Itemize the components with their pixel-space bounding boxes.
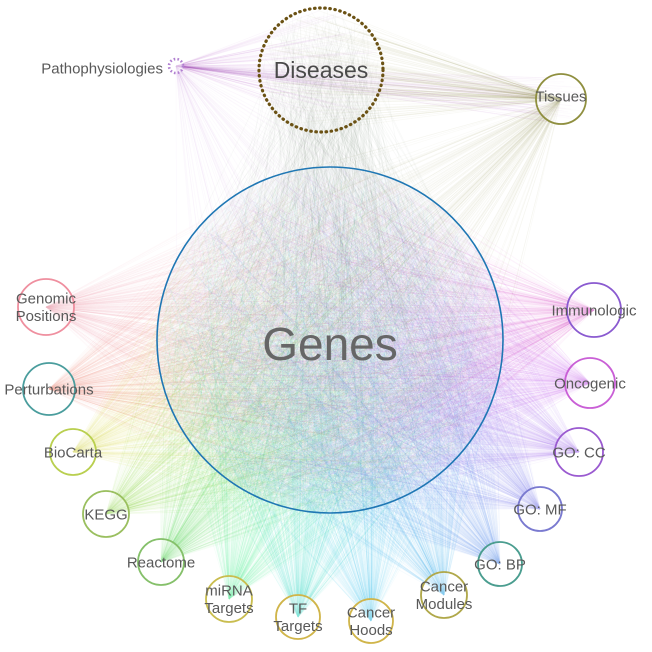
edge-bundle-pathophysiologies-tissues [175, 65, 586, 124]
edge-bundle-tissues-genes [165, 98, 562, 509]
node-label-diseases: Diseases [274, 57, 369, 83]
edge-bundle-immunologic [163, 174, 595, 503]
edge-bundle-pathophysiologies-diseases [175, 10, 379, 132]
node-label-biocarta: BioCarta [44, 444, 103, 461]
node-label-tissues: Tissues [535, 88, 586, 105]
node-perturbations[interactable] [22, 362, 76, 416]
node-cancer-hoods[interactable] [348, 598, 394, 644]
edge-bundle-go-cc [167, 167, 580, 510]
edge-bundle-tf-targets [161, 167, 499, 618]
edge-bundle-reactome [158, 168, 496, 563]
node-label-go-cc: GO: CC [552, 444, 606, 461]
edge-bundle-perturbations [48, 177, 496, 505]
edge-bundle-genomic-positions [45, 171, 502, 512]
edge-bundle-kegg [105, 168, 498, 515]
edge-bundle-mirna-targets [160, 174, 501, 600]
node-label-oncogenic: Oncogenic [554, 375, 626, 392]
node-oncogenic[interactable] [564, 357, 616, 409]
node-mirna-targets[interactable] [205, 575, 253, 623]
node-label-immunologic: Immunologic [551, 302, 637, 319]
node-label-genes: Genes [262, 318, 398, 370]
node-genes[interactable] [156, 166, 504, 514]
node-kegg[interactable] [82, 490, 130, 538]
edge-bundle-go-mf [168, 169, 541, 510]
node-label-go-mf: GO: MF [513, 501, 566, 518]
node-go-bp[interactable] [477, 541, 523, 587]
node-label-pathophysiologies: Pathophysiologies [41, 60, 163, 77]
node-label-reactome: Reactome [127, 554, 195, 571]
node-cancer-modules[interactable] [420, 571, 468, 619]
edge-bundle-biocarta [72, 172, 495, 506]
edge-bundle-go-bp [163, 168, 501, 565]
node-immunologic[interactable] [566, 282, 622, 338]
node-label-go-bp: GO: BP [474, 556, 526, 573]
node-tissues[interactable] [535, 73, 587, 125]
node-biocarta[interactable] [49, 428, 97, 476]
node-go-cc[interactable] [554, 427, 604, 477]
edge-bundle-tissues-diseases [261, 9, 562, 131]
node-go-mf[interactable] [517, 486, 563, 532]
node-label-perturbations: Perturbations [4, 381, 93, 398]
edge-bundle-pathophysiologies-genes [175, 65, 470, 499]
node-tf-targets[interactable] [275, 594, 321, 640]
node-reactome[interactable] [137, 538, 185, 586]
edge-bundle-diseases-genes [161, 10, 500, 511]
edge-bundle-cancer-hoods [157, 177, 497, 622]
node-pathophysiologies[interactable] [167, 57, 185, 75]
node-label-kegg: KEGG [84, 506, 127, 523]
node-genomic-positions[interactable] [17, 278, 75, 336]
node-diseases[interactable] [257, 6, 385, 134]
edge-bundle-oncogenic [157, 170, 591, 500]
